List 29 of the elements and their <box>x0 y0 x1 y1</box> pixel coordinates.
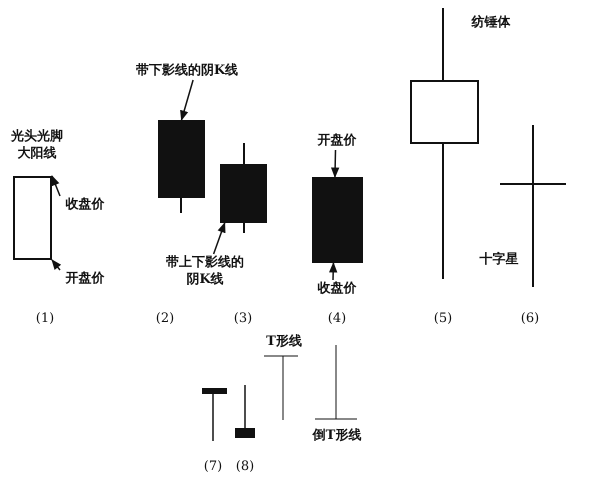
candle-body <box>158 120 205 198</box>
candle-body <box>312 177 363 263</box>
arrow <box>51 175 61 196</box>
figure-number: (3) <box>232 310 254 327</box>
figure-number: (8) <box>234 458 256 475</box>
price-label: 开盘价 <box>60 270 110 288</box>
candle-label: 带上下影线的阴K线 <box>162 254 248 290</box>
candle-label: 带下影线的阴K线 <box>126 62 248 80</box>
arrow <box>330 150 340 178</box>
arrow <box>329 262 338 280</box>
arrow <box>180 80 194 121</box>
price-label: 开盘价 <box>312 132 362 150</box>
candle-label: 十字星 <box>478 251 520 268</box>
figure-number: (4) <box>326 310 348 327</box>
candle-body <box>220 164 267 223</box>
figure-number: (5) <box>432 310 454 327</box>
candle-body <box>13 176 52 260</box>
figure-number: (2) <box>154 310 176 327</box>
candle-label: 倒T形线 <box>311 427 362 444</box>
figure-number: (7) <box>202 458 224 475</box>
price-label: 收盘价 <box>60 196 110 214</box>
price-label: 收盘价 <box>312 280 362 298</box>
candle-label: T形线 <box>265 333 303 350</box>
arrow <box>51 259 62 270</box>
figure-number: (1) <box>34 310 56 327</box>
candle-label: 光头光脚大阳线 <box>10 128 64 162</box>
arrow <box>212 222 226 254</box>
candle-label: 纺锤体 <box>470 14 512 31</box>
figure-number: (6) <box>520 310 540 327</box>
